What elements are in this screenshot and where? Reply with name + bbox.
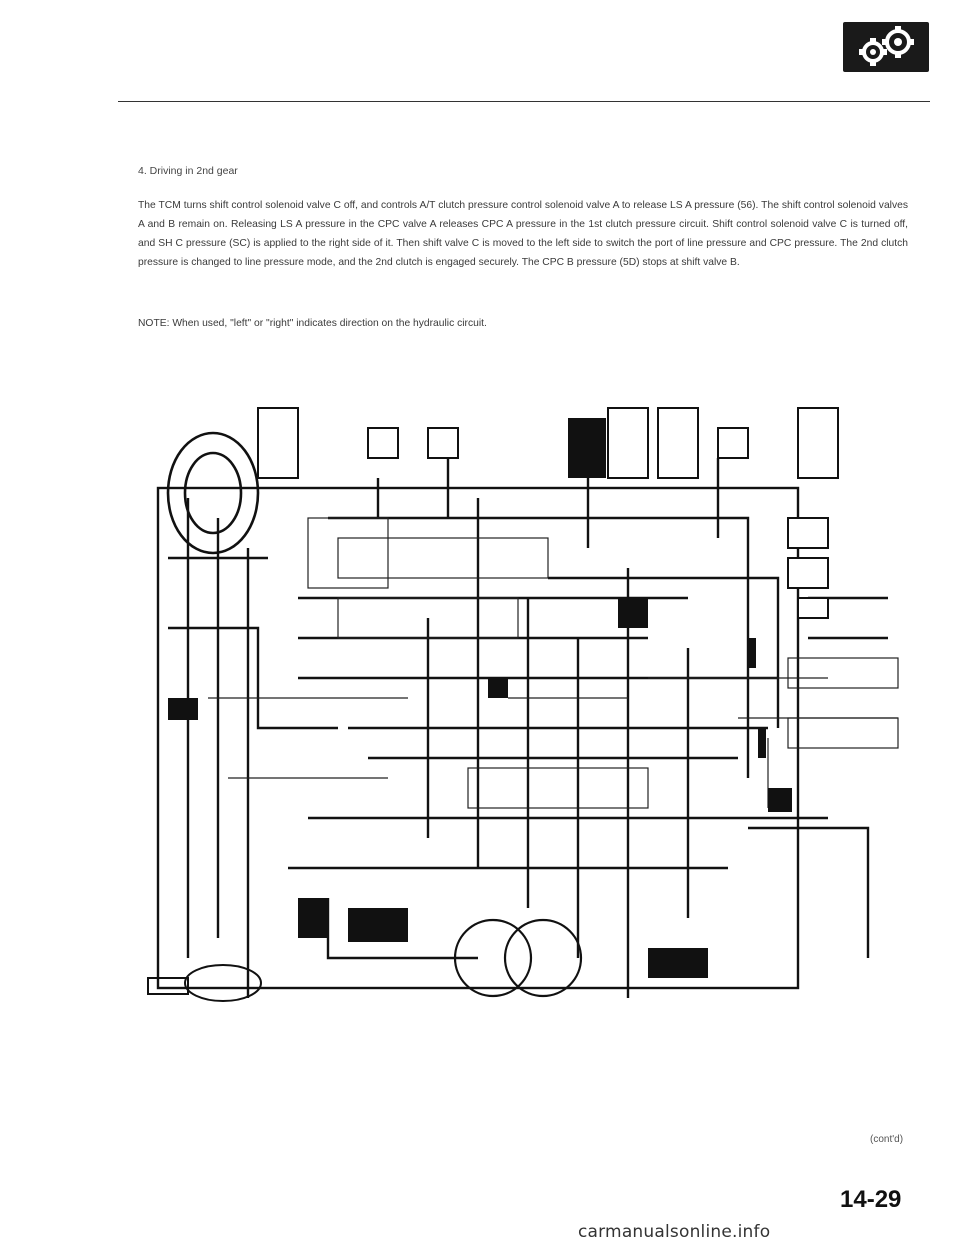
watermark: carmanualsonline.info bbox=[578, 1222, 771, 1242]
section-heading: 4. Driving in 2nd gear bbox=[138, 165, 238, 177]
gears-icon bbox=[843, 22, 929, 72]
section-note: NOTE: When used, "left" or "right" indic… bbox=[138, 318, 487, 329]
hydraulic-circuit-graphic bbox=[147, 407, 899, 1002]
continued-label: (cont'd) bbox=[870, 1134, 904, 1145]
gears-icon-graphic bbox=[859, 26, 914, 66]
section-paragraph: The TCM turns shift control solenoid val… bbox=[138, 200, 908, 268]
header-rule bbox=[118, 101, 930, 102]
page-number: 14-29 bbox=[840, 1186, 902, 1213]
hydraulic-circuit-diagram bbox=[128, 398, 928, 1018]
